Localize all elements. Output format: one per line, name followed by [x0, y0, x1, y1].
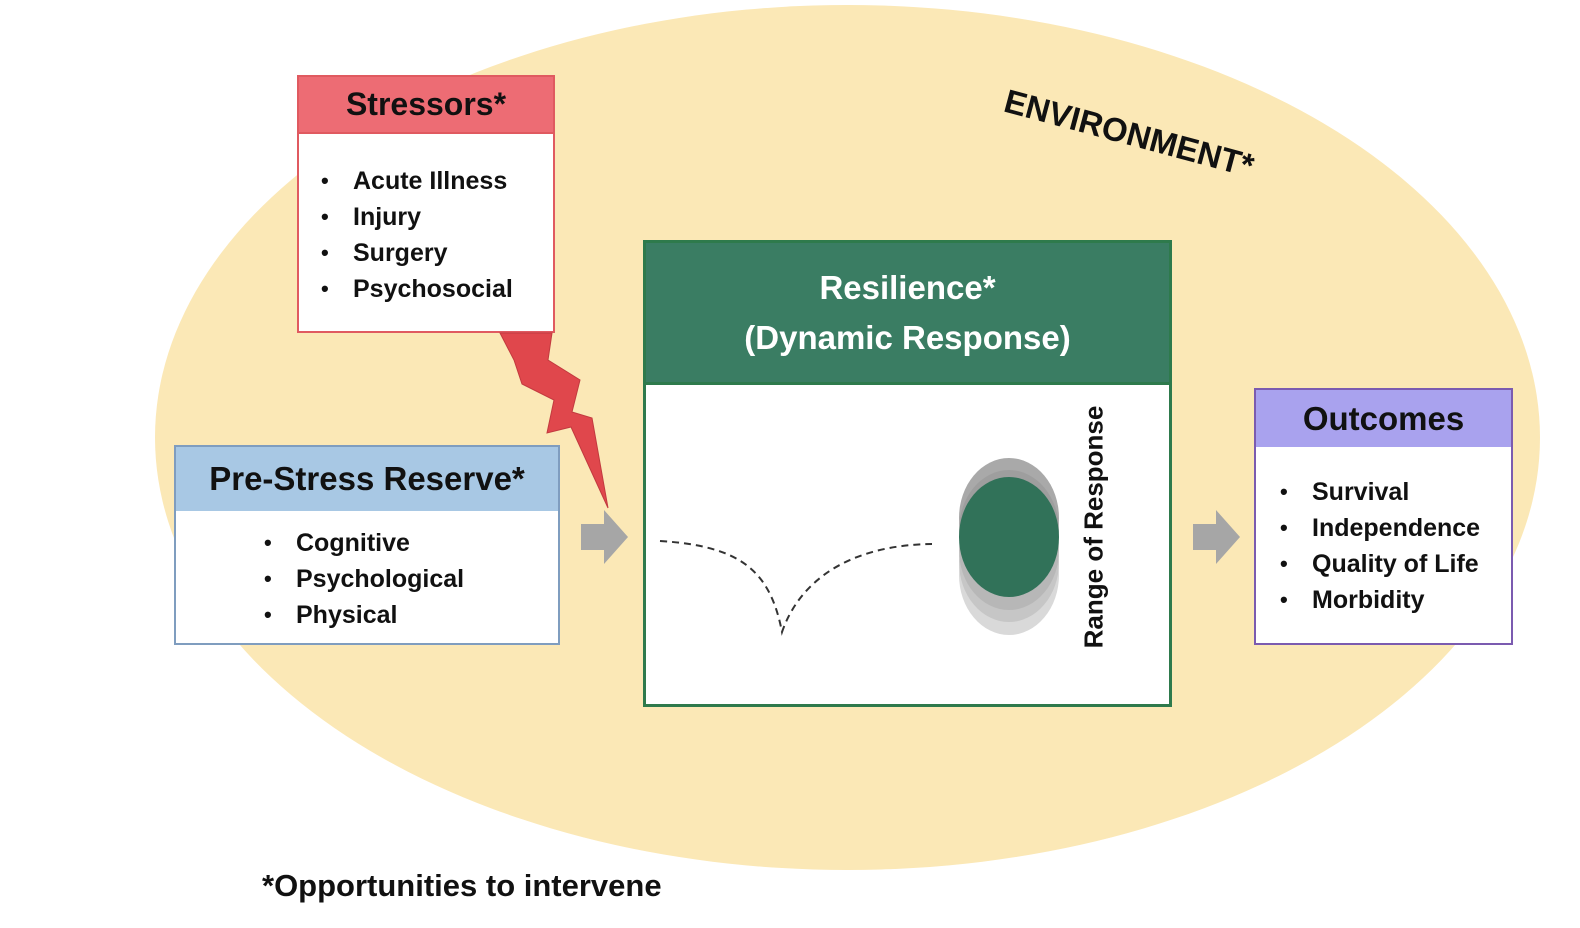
stressors-list: Acute Illness Injury Surgery Psychosocia… — [321, 163, 513, 307]
resilience-header: Resilience* (Dynamic Response) — [646, 243, 1169, 385]
reserve-item: Physical — [264, 597, 464, 633]
outcome-item: Quality of Life — [1280, 546, 1480, 582]
stressor-item: Psychosocial — [321, 271, 513, 307]
stressors-title: Stressors* — [299, 77, 553, 134]
outcomes-box: Outcomes Survival Independence Quality o… — [1254, 388, 1513, 645]
resilience-subtitle: (Dynamic Response) — [744, 318, 1071, 356]
outcome-item: Morbidity — [1280, 582, 1480, 618]
outcomes-title: Outcomes — [1256, 390, 1511, 447]
stressor-item: Injury — [321, 199, 513, 235]
reserve-item: Psychological — [264, 561, 464, 597]
range-of-response-label: Range of Response — [1078, 405, 1109, 649]
reserve-item: Cognitive — [264, 525, 464, 561]
stressor-item: Acute Illness — [321, 163, 513, 199]
stressors-box: Stressors* Acute Illness Injury Surgery … — [297, 75, 555, 333]
stressor-item: Surgery — [321, 235, 513, 271]
footnote: *Opportunities to intervene — [262, 868, 662, 903]
resilience-title: Resilience* — [819, 268, 996, 306]
pre-stress-reserve-list: Cognitive Psychological Physical — [264, 525, 464, 633]
resilience-box: Resilience* (Dynamic Response) — [643, 240, 1172, 707]
outcomes-list: Survival Independence Quality of Life Mo… — [1280, 474, 1480, 618]
outcome-item: Survival — [1280, 474, 1480, 510]
pre-stress-reserve-box: Pre-Stress Reserve* Cognitive Psychologi… — [174, 445, 560, 645]
pre-stress-reserve-title: Pre-Stress Reserve* — [176, 447, 558, 511]
outcome-item: Independence — [1280, 510, 1480, 546]
